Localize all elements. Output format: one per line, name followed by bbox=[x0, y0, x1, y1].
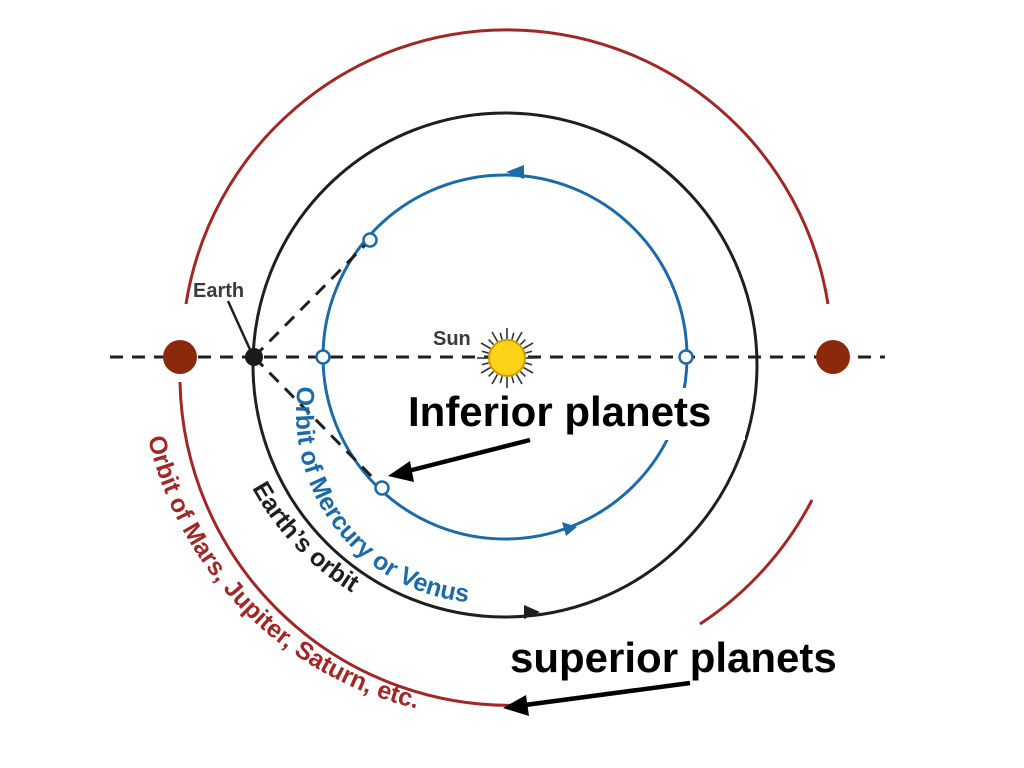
sun-ray bbox=[491, 374, 499, 385]
sun-ray bbox=[488, 339, 495, 346]
inferior-planet-left bbox=[315, 349, 331, 365]
superior-arrow-head bbox=[503, 695, 529, 716]
sun-ray bbox=[491, 331, 499, 342]
sun-ray bbox=[480, 366, 491, 374]
outer-orbit bbox=[184, 28, 830, 305]
sun-ray bbox=[515, 374, 523, 385]
sun-ray bbox=[523, 342, 534, 350]
sun-ray bbox=[481, 350, 489, 354]
inferior-arrow bbox=[407, 437, 531, 474]
sun-ray bbox=[511, 376, 515, 384]
inferior-planet-upper bbox=[362, 232, 378, 248]
sightline-lower bbox=[252, 355, 384, 489]
inner-orbit-arrow-bottom bbox=[562, 522, 577, 536]
earth-planet bbox=[245, 348, 263, 366]
superior-planets-label: superior planets bbox=[510, 634, 837, 681]
superior-planet-left bbox=[163, 340, 197, 374]
sun-ray bbox=[523, 366, 534, 374]
earth-orbit-arrow bbox=[524, 605, 540, 619]
superior-planet-right bbox=[816, 340, 850, 374]
sun-ray bbox=[519, 370, 526, 377]
outer-orbit-lower bbox=[178, 381, 526, 707]
sun-ray bbox=[499, 376, 503, 384]
sun-ray bbox=[481, 362, 489, 366]
sun-label: Sun bbox=[433, 328, 471, 350]
sun-icon bbox=[477, 328, 537, 388]
sun-ray bbox=[488, 370, 495, 377]
inferior-label-bg bbox=[400, 388, 745, 440]
superior-arrow bbox=[524, 680, 691, 708]
sun-ray bbox=[525, 362, 533, 366]
sun-ray bbox=[511, 332, 515, 340]
inner-orbit-arrow-top bbox=[506, 165, 524, 179]
sun-ray bbox=[519, 339, 526, 346]
inferior-planet-right bbox=[678, 349, 694, 365]
sun-ray bbox=[480, 342, 491, 350]
sun-ray bbox=[515, 331, 523, 342]
sun-ray bbox=[499, 332, 503, 340]
inferior-planet-lower bbox=[374, 480, 390, 496]
sun-ray bbox=[525, 350, 533, 354]
sightline-upper bbox=[252, 238, 372, 359]
inferior-planets-label: Inferior planets bbox=[408, 388, 711, 435]
earth-pointer bbox=[226, 300, 254, 355]
inferior-arrow-head bbox=[388, 461, 414, 482]
outer-orbit-lower-right bbox=[699, 499, 814, 626]
earth-label: Earth bbox=[193, 280, 244, 302]
